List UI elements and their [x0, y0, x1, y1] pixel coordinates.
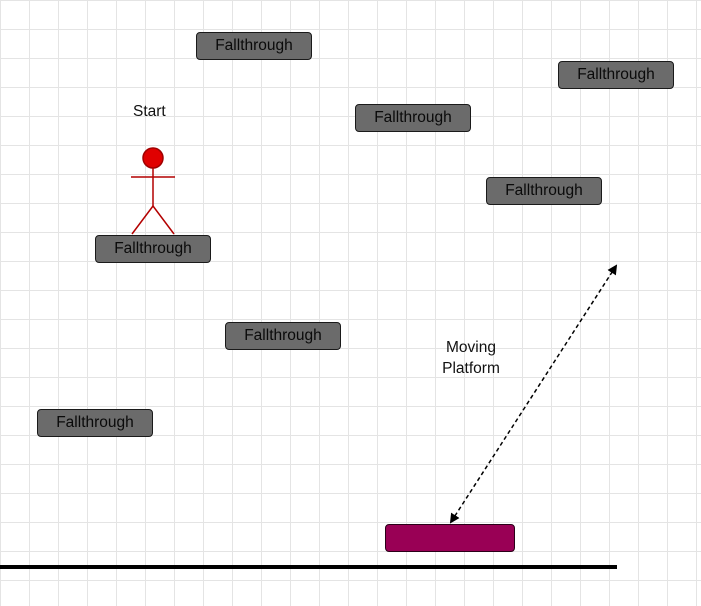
fallthrough-platform: Fallthrough: [37, 409, 153, 437]
start-label: Start: [133, 103, 166, 120]
stick-figure-actor: [131, 147, 175, 235]
fallthrough-platform: Fallthrough: [196, 32, 312, 60]
platform-label: Fallthrough: [215, 37, 293, 54]
fallthrough-platform: Fallthrough: [95, 235, 211, 263]
fallthrough-platform: Fallthrough: [225, 322, 341, 350]
moving-path-arrow: [449, 264, 618, 524]
actor-head: [142, 147, 164, 169]
platform-label: Fallthrough: [56, 414, 134, 431]
ground-line: [0, 565, 617, 569]
moving-platform: [385, 524, 515, 552]
platform-label: Fallthrough: [505, 182, 583, 199]
platform-label: Fallthrough: [114, 240, 192, 257]
platform-label: Fallthrough: [374, 109, 452, 126]
moving-label-line2: Platform: [442, 360, 500, 377]
moving-platform-label: Moving Platform: [436, 337, 506, 379]
fallthrough-platform: Fallthrough: [558, 61, 674, 89]
actor-right-leg: [152, 205, 175, 235]
fallthrough-platform: Fallthrough: [355, 104, 471, 132]
fallthrough-platform: Fallthrough: [486, 177, 602, 205]
platform-label: Fallthrough: [244, 327, 322, 344]
moving-label-line1: Moving: [446, 339, 496, 356]
platform-label: Fallthrough: [577, 66, 655, 83]
actor-left-leg: [131, 205, 154, 235]
